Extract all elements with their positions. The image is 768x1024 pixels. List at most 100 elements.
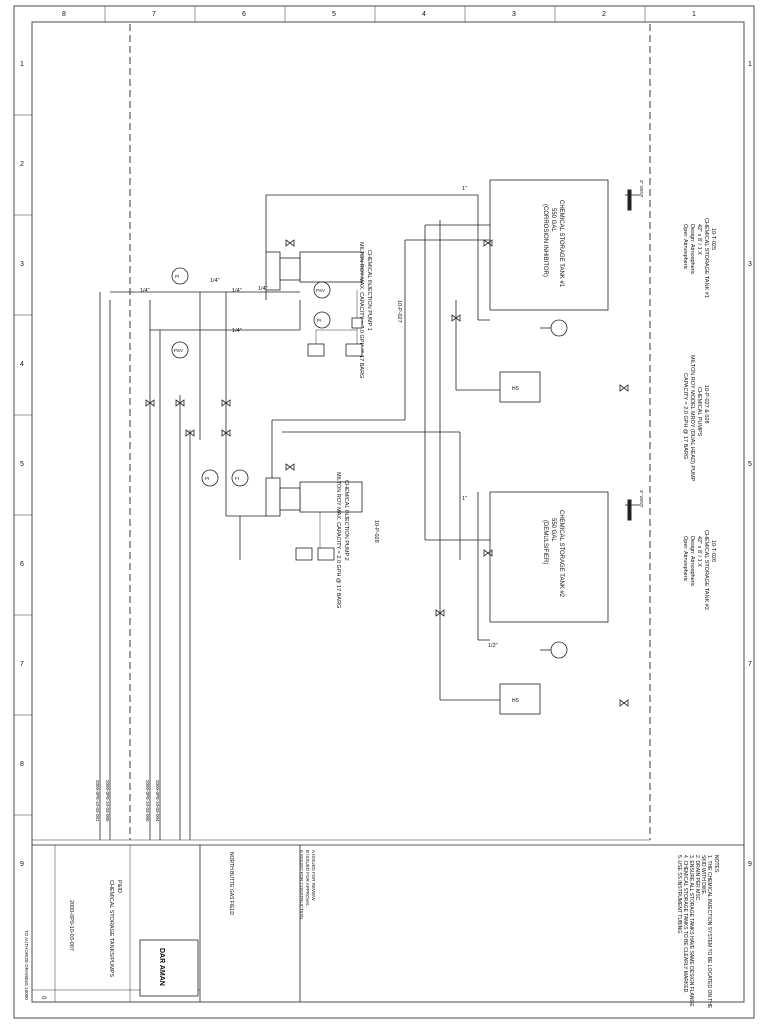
instrument-tag: FI <box>235 476 239 481</box>
pump-instruments: PI PSV PSV PI FI PI <box>171 267 331 487</box>
instrument-tag: PI <box>175 274 179 279</box>
instrument-bubble <box>550 641 568 659</box>
valve-icon <box>619 384 629 392</box>
line-size: 1/4" <box>210 278 220 284</box>
line-size-labels: 1/4" 1/4" 1/4" 1/4" 1/4" 1/2" 1" 1" <box>140 186 498 649</box>
note-line: 2. DRAIN PER MSC. <box>694 855 700 902</box>
pump-1-name: CHEMICAL INJECTION PUMP 1 <box>366 250 372 331</box>
project-name: NORTH BUTTE GAS FIELD <box>228 852 234 915</box>
drawing-title-1: P&ID <box>116 880 122 893</box>
grid-number: 6 <box>242 11 246 18</box>
footer-note: TO AUTHORIZE DRAWING 10000 <box>24 930 29 1000</box>
pump-1-desc: MILTON ROY MAX. CAPACITY = 2.0 GPH @ 17 … <box>358 242 364 378</box>
note-line: 4. CHEMICAL STORAGE TANKS TO BE CLEARLY … <box>682 855 688 994</box>
pump-1-motor <box>299 251 363 283</box>
pump-2-desc: MILTON ROY MAX. CAPACITY = 2.0 GPH @ 17 … <box>335 472 341 608</box>
valve-icon <box>145 399 155 407</box>
instrument-bubble <box>313 281 331 299</box>
pump-skid-cap: CAPACITY = 2.0 GPH @ 17 BARG <box>682 373 688 459</box>
drawing-number: 2000-0P0-10-03-007 <box>68 900 74 951</box>
grid-number: 4 <box>20 361 24 368</box>
tank-1-vent-icon <box>627 189 632 211</box>
instrument-bubble <box>313 311 331 329</box>
chemical-injection-pump-2: CHEMICAL INJECTION PUMP 2 MILTON ROY MAX… <box>265 472 379 608</box>
valves <box>145 239 629 707</box>
line-size: 1/4" <box>232 328 242 334</box>
pump-2-tag: 10-P-028 <box>373 520 379 543</box>
grid-number: 8 <box>20 761 24 768</box>
pump-1-tag: 10-P-027 <box>396 300 402 323</box>
chemical-injection-pump-1: CHEMICAL INJECTION PUMP 1 MILTON ROY MAX… <box>265 242 402 378</box>
valve-icon <box>185 429 195 437</box>
offpage-label: 2000-0P0-10-03-004 <box>155 780 160 822</box>
inner-border <box>31 21 745 1003</box>
chemical-storage-tank-1: CHEMICAL STORAGE TANK #1 550 GAL (CORROS… <box>489 179 716 311</box>
instrument-bubble <box>231 469 249 487</box>
revision-row: A ISSUED FOR REVIEW <box>311 850 316 901</box>
hand-station-2: HS <box>499 683 541 715</box>
grid-number: 9 <box>748 861 752 868</box>
tank-2-vent-icon <box>627 499 632 521</box>
instrument-tag: PSV <box>316 288 325 293</box>
drawing-title-2: CHEMICAL STORAGE TANKS/PUMPS <box>108 880 114 977</box>
valve-icon <box>451 314 461 322</box>
note-line: 3. ENSURE ALL STORAGE TANKS HAVE SAME DE… <box>688 855 694 1007</box>
chemical-storage-tank-2: CHEMICAL STORAGE TANK #2 550 GAL (DEMULS… <box>489 490 716 623</box>
tank-1-spec: 42" x 8' / 1 X <box>696 224 702 255</box>
instrument-tag: PSV <box>174 348 183 353</box>
grid-number: 5 <box>332 11 336 18</box>
grid-number: 2 <box>20 161 24 168</box>
pump-skid-desc: MILTON ROY MODEL MROY (DUAL HEAD) PUMP <box>689 355 695 482</box>
note-line: 5. USE SS INSTRUMENT TUBING. <box>676 855 682 935</box>
hand-station-label: HS <box>512 698 520 704</box>
grid-number: 7 <box>748 661 752 668</box>
tank-1-design: Design: Atmospheric <box>689 224 695 275</box>
off-page-connectors: 2000-0P0-10-03-001 2000-0P0-10-03-005 20… <box>95 780 160 822</box>
valve-icon <box>435 609 445 617</box>
valve-icon <box>483 239 493 247</box>
grid-number: 5 <box>20 461 24 468</box>
tank-2-tag: 10-T-026 <box>710 540 716 562</box>
grid-number: 1 <box>748 61 752 68</box>
note-line: 1. THE CHEMICAL INJECTION SYSTEM TO BE L… <box>706 855 712 1009</box>
revision-row: 0 ISSUED FOR CONSTRUCTION <box>299 850 304 919</box>
tank-2-oper: Oper: Atmospheric <box>682 536 688 582</box>
grid-number: 9 <box>20 861 24 868</box>
grid-number: 1 <box>20 61 24 68</box>
outer-border <box>13 5 755 1019</box>
instrument-bubble <box>171 267 189 285</box>
grid-number: 7 <box>20 661 24 668</box>
tank-1-size: 550 GAL <box>550 208 556 232</box>
grid-number: 1 <box>692 11 696 18</box>
grid-number: 3 <box>20 261 24 268</box>
tank-2-vent: 3" VENT <box>639 490 644 508</box>
grid-number: 7 <box>152 11 156 18</box>
pump-skid-tag: 10-P-027 & 028 <box>703 385 709 424</box>
tank-1-oper: Oper: Atmospheric <box>682 224 688 270</box>
pump-2-name: CHEMICAL INJECTION PUMP 2 <box>343 480 349 561</box>
grid-ticks <box>14 6 646 816</box>
top-grid-numbers: 8 7 6 5 4 3 2 1 <box>62 11 696 18</box>
company-name: DAR AMAN <box>158 948 165 986</box>
tank-2-size: 550 GAL <box>550 518 556 542</box>
grid-number: 5 <box>748 461 752 468</box>
process-piping <box>99 194 500 840</box>
title-block: DAR AMAN P&ID CHEMICAL STORAGE TANKS/PUM… <box>24 839 744 1002</box>
grid-number: 3 <box>512 11 516 18</box>
pump-skid-label: 10-P-027 & 028 CHEMICAL PUMPS MILTON ROY… <box>682 355 709 482</box>
notes-block: NOTES: 1. THE CHEMICAL INJECTION SYSTEM … <box>676 855 719 1009</box>
note-line: SKID WITH DIKE. <box>700 855 706 895</box>
tank-1-tag: 10-T-025 <box>710 228 716 250</box>
pump-2-head <box>265 477 281 517</box>
pump-2-motor <box>299 481 363 513</box>
offpage-label: 2000-0P0-10-03-005 <box>105 780 110 822</box>
revision-row: B ISSUED FOR APPROVAL <box>305 850 310 907</box>
offpage-label: 2000-0P0-10-03-006 <box>145 780 150 822</box>
pump-skid-title: CHEMICAL PUMPS <box>696 387 702 437</box>
tank-2-service: (DEMULSIFIER) <box>542 520 548 564</box>
instrument-bubble <box>201 469 219 487</box>
grid-number: 8 <box>62 11 66 18</box>
valve-icon <box>221 399 231 407</box>
tank-2-heading: CHEMICAL STORAGE TANK #2 <box>703 530 709 610</box>
